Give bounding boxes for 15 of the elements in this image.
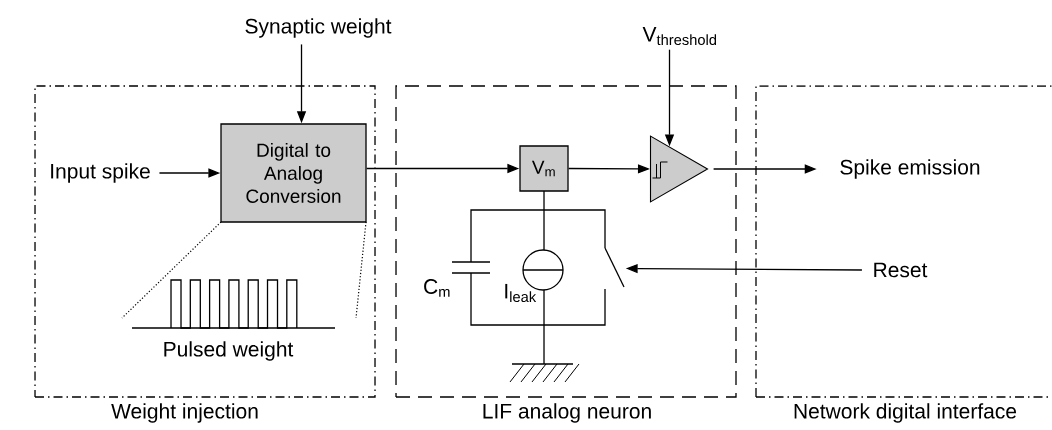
process-box: $\mathrm{V}_{\mathrm{m}}$ xyxy=(519,145,569,192)
component-label: $\mathrm{C}_{\mathrm{m}}$ xyxy=(424,279,450,297)
region-label: Weight injection xyxy=(111,403,258,423)
region-label: LIF analog neuron xyxy=(483,403,651,423)
signal-label: Spike emission xyxy=(840,159,980,179)
switch-symbol xyxy=(604,247,625,288)
comparator-symbol xyxy=(649,135,709,203)
signal-label: Input spike xyxy=(51,163,150,183)
region-label: Network digital interface xyxy=(794,403,1017,423)
component-label: $\mathrm{I}_{\mathrm{leak}}$ xyxy=(505,283,537,303)
process-box: Digital to Analog Conversion xyxy=(220,123,367,223)
signal-label: $\mathrm{V}_{\mathrm{threshold}}$ xyxy=(642,26,717,46)
signal-label: Synaptic weight xyxy=(245,18,392,38)
component-label: Pulsed weight xyxy=(164,341,294,361)
signal-label: Reset xyxy=(874,262,928,278)
